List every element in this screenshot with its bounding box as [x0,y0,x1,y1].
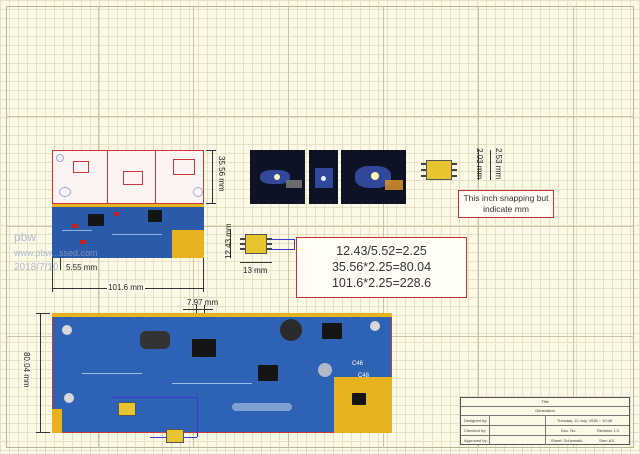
pcb-height-dimension: 35.56 mm [217,156,226,192]
pcb-label-c48: C48 [358,373,370,379]
date-value: Tuesday, 10 July, 2018 ~ 10:46 [557,418,613,423]
calc-line-3: 101.6*2.25=228.6 [331,276,432,290]
ic-footprint-medium[interactable] [245,234,267,254]
sheet-label: Sheet: Schematic [551,438,583,443]
title-label: Title [541,399,549,404]
watermark-logo-text: pbw [14,230,37,244]
ic-pin [421,169,426,171]
dim-line-vertical [212,150,213,204]
dim-tick [204,305,205,315]
trace-line [197,397,198,437]
zone-divider [478,6,479,448]
trace-line [294,239,295,250]
pcb-photo-large[interactable]: C46 C48 [52,313,392,433]
small-width-dimension: 5.55 mm [66,263,98,272]
big-height-dimension: 80.04 mm [22,352,31,388]
snapping-note[interactable]: This inch snapping but indicate mm [458,190,554,218]
big-offset-dimension: 7.97 mm [187,298,219,307]
ic-pin [452,175,457,177]
ic-pin [267,238,272,240]
board-photo-3[interactable] [341,150,406,204]
calc-line-2: 35.56*2.25=80.04 [331,260,432,274]
ic-footprint-overlay[interactable] [118,402,136,416]
dim-tick [36,313,50,314]
sheet-border [6,6,634,448]
ic-height-dimension: 12.43 mm [224,223,233,259]
designed-label: Designed by: [464,418,488,423]
zone-divider [573,6,574,448]
doc-label: Doc. No. [561,428,577,433]
calculation-note[interactable]: 12.43/5.52=2.25 35.56*2.25=80.04 101.6*2… [296,237,467,298]
dim-line-vertical [230,229,231,258]
pcb-outline-drawing[interactable] [52,150,204,204]
title-block: Title Generation Designed by: Tuesday, 1… [460,397,630,445]
pcb-label-c46: C46 [352,361,364,367]
dim-tick [196,305,197,315]
ic-pin [240,248,245,250]
dim-line-vertical [40,313,41,433]
watermark-url: www.pbw...ssed.com [14,248,98,258]
ic-small-height-2: 2.53 mm [494,148,503,180]
trace-line [272,239,294,240]
checked-label: Checked by: [464,428,487,433]
title-value: Generation [535,408,555,413]
dim-tick [36,432,50,433]
ic-pin [267,248,272,250]
board-photo-2[interactable] [309,150,338,204]
board-photo-1[interactable] [250,150,305,204]
ic-pin [452,169,457,171]
pcb-width-dimension: 101.6 mm [107,283,145,292]
snapping-note-text: This inch snapping but indicate mm [463,193,549,214]
ic-footprint-bottom[interactable] [166,429,184,443]
zone-divider [6,226,634,227]
dim-tick [206,203,216,204]
size-label: Size: A3 [599,438,614,443]
revision-value: Revision 1.0 [597,428,620,433]
dim-line-vertical [490,150,491,180]
ic-footprint-small[interactable] [426,160,452,180]
trace-line [112,397,198,398]
zone-divider [6,116,634,117]
dim-tick [203,258,204,292]
approved-label: Approved by: [464,438,488,443]
zone-divider [383,6,384,448]
watermark-date: 2018/7/10 [14,262,59,273]
ic-width-dimension: 13 mm [243,266,268,275]
dim-tick [206,150,216,151]
ic-pin [240,238,245,240]
calc-line-1: 12.43/5.52=2.25 [336,244,427,258]
dim-line-horizontal [240,262,272,263]
ic-pin [421,175,426,177]
dim-line-vertical [478,150,479,180]
ic-pin [421,163,426,165]
dim-tick [52,258,53,292]
dim-tick [60,258,61,270]
zone-divider [288,6,289,448]
ic-small-height-1: 2.03 mm [475,148,484,180]
ic-pin [267,243,272,245]
dim-line-horizontal [183,309,213,310]
trace-line [272,249,294,250]
ic-pin [240,243,245,245]
ic-pin [452,163,457,165]
pcb-photo-small[interactable] [52,204,204,258]
